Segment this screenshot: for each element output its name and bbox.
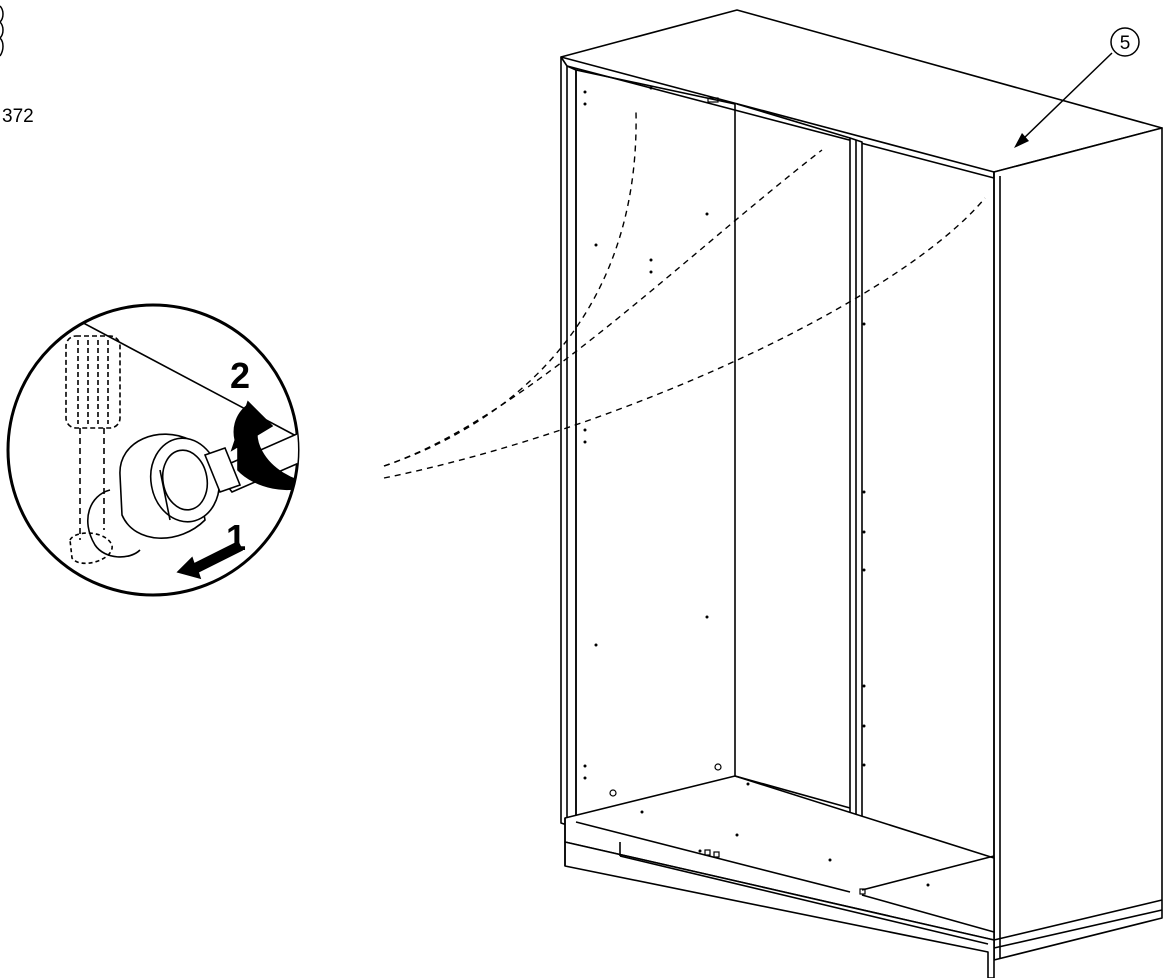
cam-holes (609, 97, 866, 895)
push-arrow-icon (176, 540, 244, 580)
part-code-label: 372 (2, 106, 34, 127)
part-number-callout: 5 (1014, 27, 1140, 148)
rotate-arrow-icon (230, 400, 298, 491)
cam-lock-icon (69, 433, 221, 565)
step-one-label: 1 (226, 517, 246, 558)
guide-lines (383, 111, 986, 479)
part-icon-fragment (0, 5, 4, 57)
wardrobe-carcass (560, 9, 1163, 978)
right-side-panel (993, 127, 1163, 961)
left-side-panel (560, 56, 577, 826)
drill-holes (583, 86, 930, 887)
leader-arrowhead (1014, 133, 1029, 148)
part-number-label: 5 (1120, 33, 1131, 54)
step-two-label: 2 (230, 355, 250, 396)
cam-dowel-icon (65, 335, 121, 540)
detail-view: 2 1 (6, 303, 300, 597)
